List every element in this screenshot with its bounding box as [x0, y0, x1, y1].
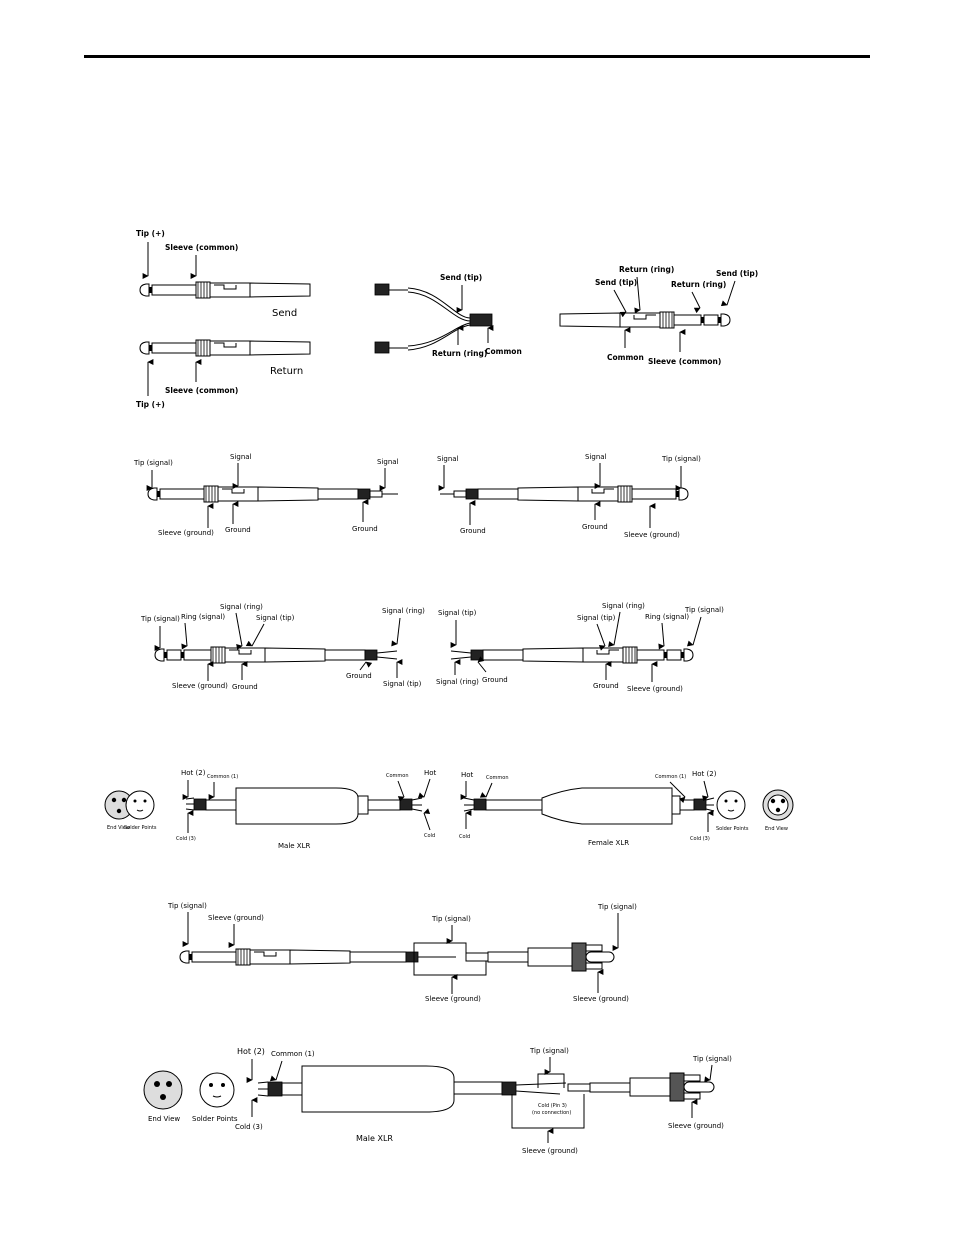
label-diagram4-male-xlr: Male XLR [278, 842, 311, 850]
end-view-pins [143, 1070, 183, 1110]
label-diagram3-signal-tip-l-end: Signal (tip) [383, 680, 422, 688]
label-diagram2-ground-l1: Ground [225, 526, 251, 534]
label-diagram4-common1-r: Common (1) [655, 774, 686, 780]
label-diagram5-sleeve-ground-r: Sleeve (ground) [573, 995, 629, 1003]
label-diagram6-cold3: Cold (3) [235, 1123, 263, 1131]
ts-to-rca-diagram: Tip (signal) Sleeve (ground) Tip (signal… [167, 902, 637, 1003]
label-diagram5-tip-signal-mid: Tip (signal) [431, 915, 471, 923]
trs-plug-right [559, 311, 731, 329]
send-plug [139, 281, 311, 299]
label-diagram4-common-l-end: Common [386, 773, 409, 779]
header-rule [84, 55, 870, 58]
label-diagram1-common-right: Common [607, 353, 644, 362]
xlr-cable-diagram: End View Solder Points Hot (2) Common (1… [104, 769, 794, 850]
label-diagram1-tip-plus-top: Tip (+) [136, 229, 165, 238]
label-diagram2-signal-r-end: Signal [437, 455, 459, 463]
ts-plug [179, 948, 351, 966]
label-diagram2-tip-signal-l: Tip (signal) [133, 459, 173, 467]
label-diagram1-send-tip-mid: Send (tip) [440, 273, 482, 282]
label-diagram1-sleeve-common-right: Sleeve (common) [648, 357, 721, 366]
label-diagram5-tip-signal-r: Tip (signal) [597, 903, 637, 911]
label-diagram6-hot2: Hot (2) [237, 1047, 265, 1056]
trs-cable-diagram: Tip (signal) Ring (signal) Signal (ring)… [140, 602, 724, 693]
solder-points-left [125, 790, 155, 820]
solder-points [199, 1072, 235, 1108]
label-diagram2-ground-l2: Ground [352, 525, 378, 533]
insert-cable-diagram: Tip (+) Sleeve (common) Send Return Tip … [136, 229, 758, 409]
label-diagram1-send: Send [272, 308, 297, 319]
xlr-to-rca-diagram: End View Solder Points Hot (2) Common (1… [143, 1047, 732, 1155]
label-diagram6-sleeve-ground-mid: Sleeve (ground) [522, 1147, 578, 1155]
label-diagram4-hot-l-end: Hot [424, 769, 437, 777]
label-diagram4-cold3-l: Cold (3) [176, 836, 196, 842]
label-diagram6-tip-signal-r: Tip (signal) [692, 1055, 732, 1063]
ts-plug-left [147, 485, 319, 503]
label-diagram3-ground-l: Ground [232, 683, 258, 691]
label-diagram1-send-tip-r1: Send (tip) [595, 278, 637, 287]
label-diagram1-return-ring-r2: Return (ring) [671, 280, 726, 289]
label-diagram5-sleeve-ground-l: Sleeve (ground) [208, 914, 264, 922]
label-diagram3-signal-tip-r: Signal (tip) [577, 614, 616, 622]
label-diagram3-ring-signal-l: Ring (signal) [181, 613, 225, 621]
label-diagram3-signal-ring-l-end: Signal (ring) [382, 607, 425, 615]
label-diagram4-solder-points-l: Solder Points [124, 825, 157, 831]
label-diagram2-signal-r: Signal [585, 453, 607, 461]
label-diagram6-sleeve-ground-r: Sleeve (ground) [668, 1122, 724, 1130]
label-diagram6-tip-signal-mid: Tip (signal) [529, 1047, 569, 1055]
label-diagram3-sleeve-ground-r: Sleeve (ground) [627, 685, 683, 693]
label-diagram2-ground-r1: Ground [460, 527, 486, 535]
label-diagram4-hot-r-end: Hot [461, 771, 474, 779]
label-diagram1-sleeve-common-top: Sleeve (common) [165, 243, 238, 252]
label-diagram3-signal-ring-r: Signal (ring) [602, 602, 645, 610]
label-diagram3-signal-tip-l: Signal (tip) [256, 614, 295, 622]
label-diagram2-sleeve-ground-r: Sleeve (ground) [624, 531, 680, 539]
label-diagram1-return: Return [270, 366, 303, 377]
label-diagram4-common-r-end: Common [486, 775, 509, 781]
label-diagram2-sleeve-ground-l: Sleeve (ground) [158, 529, 214, 537]
label-diagram4-cold-l-end: Cold [424, 833, 435, 839]
label-diagram5-sleeve-ground-mid: Sleeve (ground) [425, 995, 481, 1003]
label-diagram3-signal-ring-r-end: Signal (ring) [436, 678, 479, 686]
label-diagram3-signal-ring-l: Signal (ring) [220, 603, 263, 611]
label-diagram2-tip-signal-r: Tip (signal) [661, 455, 701, 463]
label-diagram6-male-xlr: Male XLR [356, 1134, 393, 1143]
label-diagram4-common1-l: Common (1) [207, 774, 238, 780]
label-diagram4-hot2-r: Hot (2) [692, 770, 717, 778]
label-diagram6-solder-points: Solder Points [192, 1115, 238, 1123]
solder-points-right [716, 790, 746, 820]
label-diagram6-end-view: End View [148, 1115, 180, 1123]
label-diagram6-no-connection: (no connection) [532, 1110, 571, 1116]
label-diagram3-ground-r: Ground [593, 682, 619, 690]
label-diagram4-cold-r-end: Cold [459, 834, 470, 840]
trs-plug-left [154, 646, 326, 664]
label-diagram4-solder-points-r: Solder Points [716, 826, 749, 832]
label-diagram4-cold3-r: Cold (3) [690, 836, 710, 842]
label-diagram4-end-view-l: End View [107, 825, 130, 831]
return-plug [139, 339, 311, 357]
label-diagram1-tip-plus-bottom: Tip (+) [136, 400, 165, 409]
label-diagram3-ground-l-end: Ground [346, 672, 372, 680]
label-diagram1-return-ring-r1: Return (ring) [619, 265, 674, 274]
label-diagram2-signal-l-end: Signal [377, 458, 399, 466]
label-diagram3-sleeve-ground-l: Sleeve (ground) [172, 682, 228, 690]
label-diagram3-signal-tip-r-end: Signal (tip) [438, 609, 477, 617]
label-diagram2-signal-l: Signal [230, 453, 252, 461]
label-diagram3-ground-r-end: Ground [482, 676, 508, 684]
label-diagram4-hot2-l: Hot (2) [181, 769, 206, 777]
label-diagram6-cold-pin3: Cold (Pin 3) [538, 1103, 567, 1109]
label-diagram1-send-tip-r2: Send (tip) [716, 269, 758, 278]
ts-cable-diagram: Tip (signal) Signal Signal Sleeve (groun… [133, 453, 701, 539]
label-diagram3-ring-signal-r: Ring (signal) [645, 613, 689, 621]
label-diagram3-tip-signal-l: Tip (signal) [140, 615, 180, 623]
label-diagram3-tip-signal-r: Tip (signal) [684, 606, 724, 614]
label-diagram1-common-mid: Common [485, 347, 522, 356]
label-diagram4-female-xlr: Female XLR [588, 839, 629, 847]
label-diagram1-return-ring-mid: Return (ring) [432, 349, 487, 358]
label-diagram1-sleeve-common-bottom: Sleeve (common) [165, 386, 238, 395]
label-diagram4-end-view-r: End View [765, 826, 788, 832]
label-diagram5-tip-signal-l: Tip (signal) [167, 902, 207, 910]
label-diagram6-common1: Common (1) [271, 1050, 315, 1058]
label-diagram2-ground-r2: Ground [582, 523, 608, 531]
